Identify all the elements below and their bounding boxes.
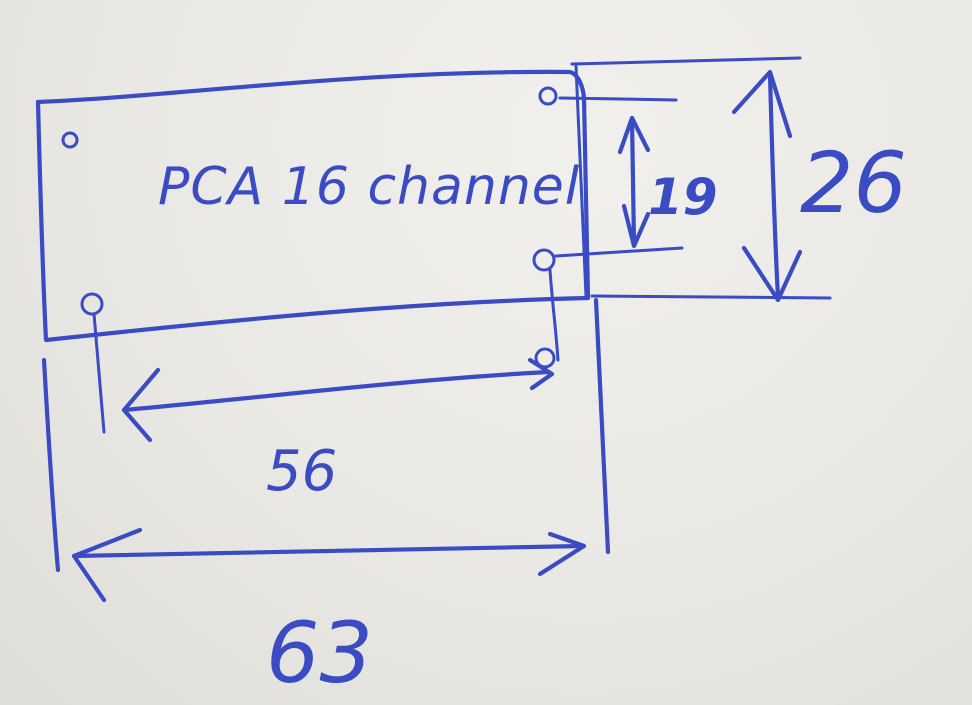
mounting-hole-bottom-left xyxy=(80,292,104,316)
hole-vertical-spacing-label: 19 xyxy=(648,168,718,226)
board-height-arrowhead-bottom xyxy=(741,245,803,303)
hole-leader-right xyxy=(548,268,560,362)
top-hole-extension-line xyxy=(558,96,678,102)
board-outline xyxy=(35,69,591,343)
board-width-arrowhead-left xyxy=(71,527,143,603)
hole-leader-right-end xyxy=(534,347,556,369)
hole-spacing-arrowhead-right xyxy=(527,357,555,391)
hole-vertical-dimension-line xyxy=(629,115,637,247)
board-right-edge-line xyxy=(574,64,588,298)
mounting-hole-top-left xyxy=(61,131,79,149)
right-extension-line xyxy=(593,297,611,555)
left-extension-line xyxy=(41,357,61,573)
board-height-arrowhead-top xyxy=(731,69,793,139)
hole-horizontal-spacing-label: 56 xyxy=(266,439,337,504)
board-top-extension-line xyxy=(570,56,802,66)
board-label: PCA 16 channel xyxy=(158,157,580,217)
hole-leader-left xyxy=(92,312,106,434)
mounting-hole-bottom-right xyxy=(532,248,556,272)
board-height-dimension-line xyxy=(767,71,781,301)
hole-spacing-dimension-line xyxy=(121,369,551,413)
hole-vertical-arrowhead-bottom xyxy=(621,203,651,249)
mounting-hole-top-right xyxy=(538,86,558,106)
board-width-label: 63 xyxy=(266,604,373,702)
hole-spacing-arrowhead-left xyxy=(121,367,161,443)
board-height-label: 26 xyxy=(800,134,907,232)
hole-vertical-arrowhead-top xyxy=(617,115,651,155)
bottom-hole-extension-line xyxy=(554,246,684,258)
board-bottom-extension-line xyxy=(590,294,832,300)
board-width-arrowhead-right xyxy=(537,531,587,577)
board-width-dimension-line xyxy=(71,543,585,559)
